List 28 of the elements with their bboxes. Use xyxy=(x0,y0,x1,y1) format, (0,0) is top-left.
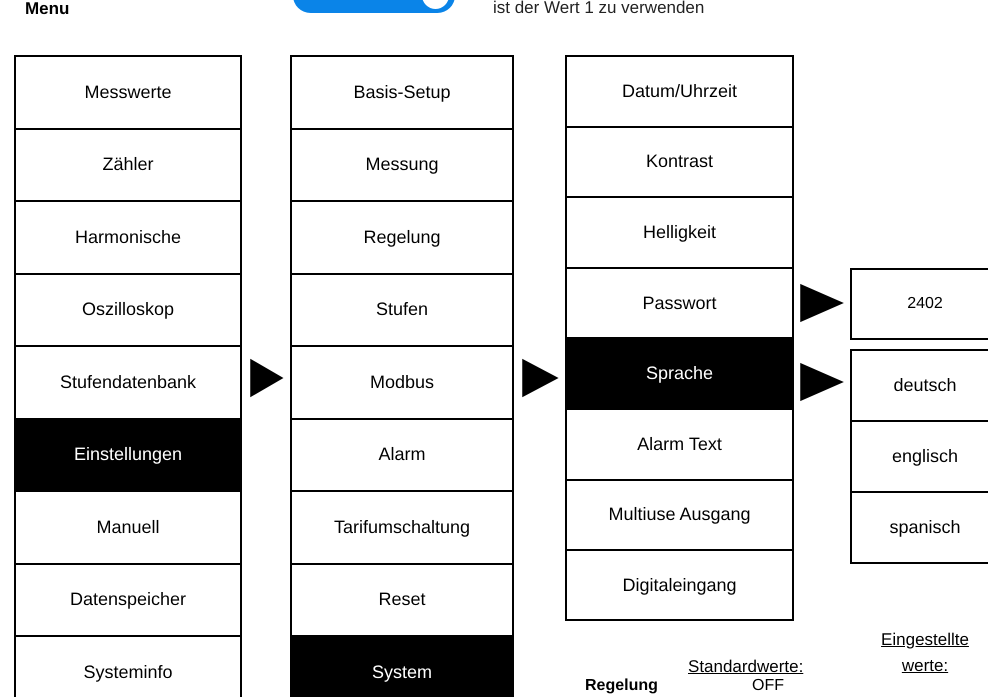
default-value: OFF xyxy=(752,676,784,696)
value-box xyxy=(850,268,988,340)
menu-item: Datenspeicher xyxy=(16,564,240,637)
menu-item: Messung xyxy=(292,130,512,202)
menu-column xyxy=(14,55,242,697)
arrow xyxy=(522,358,559,398)
arrow xyxy=(800,284,844,322)
menu-item: Oszilloskop xyxy=(16,274,240,347)
menu-item: Kontrast xyxy=(567,128,792,198)
menu-column xyxy=(850,349,988,564)
menu-item: Multiuse Ausgang xyxy=(567,480,792,552)
menu-item: Reset xyxy=(292,564,512,637)
column-header: Standardwerte: xyxy=(688,656,804,678)
arrow xyxy=(800,362,844,402)
selected-menu-item: Einstellungen xyxy=(16,420,240,492)
selected-menu-item: System xyxy=(292,637,512,697)
arrow xyxy=(250,358,284,398)
column-header: Eingestellte werte: xyxy=(880,629,970,677)
menu-item: Stufen xyxy=(292,274,512,347)
selected-menu-item: Sprache xyxy=(567,339,792,410)
menu-column xyxy=(290,55,514,697)
value-text: 2402 xyxy=(907,294,943,314)
note-text: ist der Wert 1 zu verwenden xyxy=(493,0,704,18)
heading-text: Menu xyxy=(25,0,70,20)
menu-column xyxy=(565,55,794,621)
menu-item: Alarm xyxy=(292,420,512,492)
menu-item: Zähler xyxy=(16,130,240,202)
row-label: Regelung xyxy=(585,676,658,696)
